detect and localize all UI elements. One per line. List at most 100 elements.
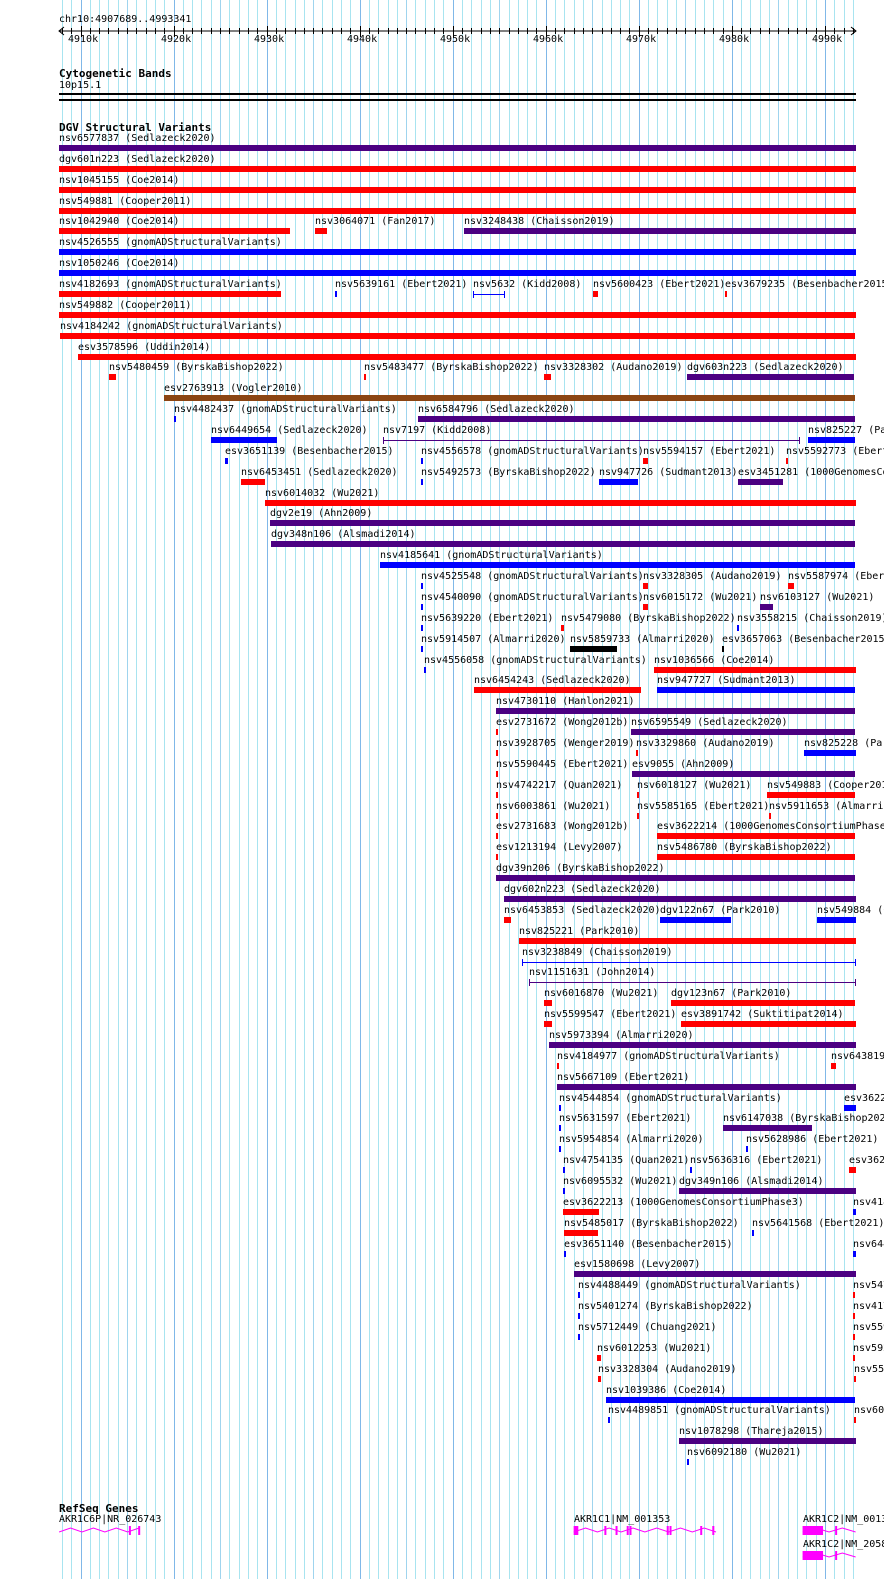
variant-feature[interactable] (380, 562, 855, 568)
variant-feature[interactable] (421, 604, 423, 610)
variant-feature[interactable] (564, 1251, 566, 1257)
variant-feature[interactable] (59, 249, 856, 255)
variant-feature[interactable] (59, 312, 856, 318)
variant-feature[interactable] (853, 1355, 855, 1361)
variant-feature[interactable] (606, 1397, 855, 1403)
variant-feature[interactable] (636, 750, 638, 756)
variant-feature[interactable] (265, 500, 856, 506)
variant-feature[interactable] (723, 1125, 812, 1131)
variant-feature[interactable] (421, 458, 423, 464)
variant-feature[interactable] (59, 228, 290, 234)
variant-feature[interactable] (654, 667, 856, 673)
variant-feature[interactable] (109, 374, 116, 380)
variant-feature[interactable] (597, 1355, 601, 1361)
variant-feature[interactable] (563, 1167, 565, 1173)
variant-feature[interactable] (60, 333, 855, 339)
variant-feature[interactable] (563, 1188, 565, 1194)
variant-feature[interactable] (474, 687, 641, 693)
variant-feature[interactable] (522, 962, 856, 963)
variant-feature[interactable] (643, 604, 648, 610)
variant-feature[interactable] (164, 395, 855, 401)
variant-feature[interactable] (559, 1125, 561, 1131)
variant-feature[interactable] (660, 917, 731, 923)
variant-feature[interactable] (574, 1271, 856, 1277)
variant-feature[interactable] (853, 1334, 855, 1340)
variant-feature[interactable] (578, 1313, 580, 1319)
variant-feature[interactable] (241, 479, 265, 485)
variant-feature[interactable] (335, 291, 337, 297)
variant-feature[interactable] (853, 1313, 855, 1319)
variant-feature[interactable] (544, 1000, 552, 1006)
variant-feature[interactable] (496, 854, 498, 860)
variant-feature[interactable] (808, 437, 855, 443)
variant-feature[interactable] (496, 833, 498, 839)
variant-feature[interactable] (737, 625, 739, 631)
variant-feature[interactable] (637, 792, 639, 798)
variant-feature[interactable] (671, 1000, 855, 1006)
variant-feature[interactable] (496, 792, 498, 798)
variant-feature[interactable] (504, 896, 856, 902)
variant-feature[interactable] (643, 583, 648, 589)
variant-feature[interactable] (59, 187, 856, 193)
variant-feature[interactable] (564, 1230, 598, 1236)
variant-feature[interactable] (752, 1230, 754, 1236)
variant-feature[interactable] (687, 1459, 689, 1465)
variant-feature[interactable] (59, 291, 281, 297)
gene-model[interactable] (0, 1551, 884, 1565)
variant-feature[interactable] (690, 1167, 692, 1173)
variant-feature[interactable] (563, 1209, 599, 1215)
variant-feature[interactable] (529, 982, 856, 983)
variant-feature[interactable] (722, 646, 724, 652)
variant-feature[interactable] (271, 541, 855, 547)
variant-feature[interactable] (608, 1417, 610, 1423)
variant-feature[interactable] (174, 416, 176, 422)
variant-feature[interactable] (681, 1021, 856, 1027)
variant-feature[interactable] (421, 583, 423, 589)
variant-feature[interactable] (631, 729, 855, 735)
variant-feature[interactable] (496, 750, 498, 756)
variant-feature[interactable] (853, 1292, 855, 1298)
variant-feature[interactable] (679, 1438, 856, 1444)
variant-feature[interactable] (598, 1376, 601, 1382)
variant-feature[interactable] (844, 1105, 856, 1111)
variant-feature[interactable] (315, 228, 327, 234)
variant-feature[interactable] (418, 416, 855, 422)
variant-feature[interactable] (496, 771, 498, 777)
cytoband-bar[interactable] (59, 93, 856, 95)
variant-feature[interactable] (760, 604, 773, 610)
variant-feature[interactable] (211, 437, 277, 443)
variant-feature[interactable] (632, 771, 855, 777)
variant-feature[interactable] (496, 708, 855, 714)
variant-feature[interactable] (804, 750, 856, 756)
variant-feature[interactable] (225, 458, 228, 464)
variant-feature[interactable] (725, 291, 727, 297)
variant-feature[interactable] (496, 875, 855, 881)
variant-feature[interactable] (544, 1021, 552, 1027)
variant-feature[interactable] (637, 813, 639, 819)
variant-feature[interactable] (767, 792, 855, 798)
variant-feature[interactable] (59, 166, 856, 172)
variant-feature[interactable] (578, 1292, 580, 1298)
variant-feature[interactable] (557, 1063, 559, 1069)
variant-feature[interactable] (788, 583, 794, 589)
variant-feature[interactable] (657, 854, 855, 860)
variant-feature[interactable] (496, 813, 498, 819)
variant-feature[interactable] (657, 687, 855, 693)
gene-model[interactable] (0, 1526, 884, 1540)
variant-feature[interactable] (853, 1209, 856, 1215)
variant-feature[interactable] (786, 458, 788, 464)
variant-feature[interactable] (383, 440, 800, 441)
variant-feature[interactable] (421, 646, 423, 652)
variant-feature[interactable] (59, 208, 856, 214)
variant-feature[interactable] (570, 646, 617, 652)
variant-feature[interactable] (364, 374, 366, 380)
variant-feature[interactable] (59, 145, 856, 151)
variant-feature[interactable] (421, 479, 423, 485)
variant-feature[interactable] (746, 1146, 748, 1152)
variant-feature[interactable] (738, 479, 783, 485)
variant-feature[interactable] (559, 1146, 561, 1152)
variant-feature[interactable] (549, 1042, 856, 1048)
ruler[interactable] (0, 24, 884, 38)
variant-feature[interactable] (473, 294, 505, 295)
variant-feature[interactable] (643, 458, 648, 464)
